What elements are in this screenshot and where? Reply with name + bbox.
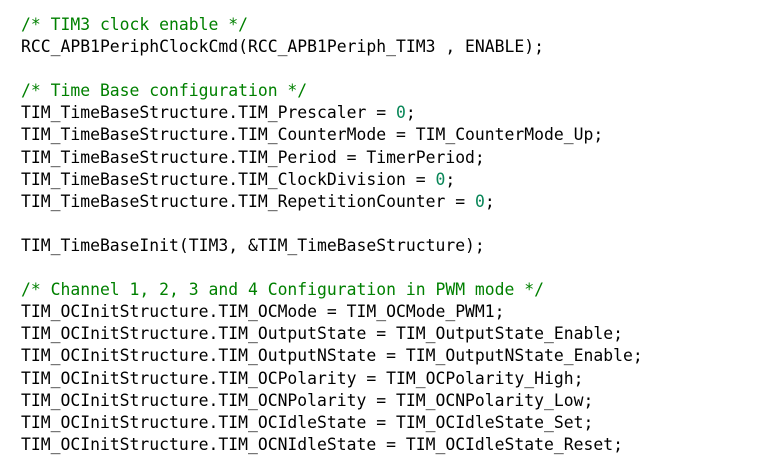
number-literal: 0: [435, 169, 446, 189]
code-text: TIM_TimeBaseStructure.TIM_Period = Timer…: [21, 147, 485, 167]
code-line: TIM_OCInitStructure.TIM_OCNIdleState = T…: [21, 434, 643, 456]
code-line: TIM_OCInitStructure.TIM_OCIdleState = TI…: [21, 412, 643, 434]
code-comment: /* Channel 1, 2, 3 and 4 Configuration i…: [21, 280, 545, 300]
code-line: TIM_OCInitStructure.TIM_OCPolarity = TIM…: [21, 368, 643, 390]
blank-line: [21, 58, 643, 80]
blank-line: [21, 213, 643, 235]
code-line: TIM_OCInitStructure.TIM_OCMode = TIM_OCM…: [21, 301, 643, 323]
code-text: ;: [484, 191, 495, 211]
code-text: TIM_OCInitStructure.TIM_OutputNState = T…: [21, 346, 643, 366]
code-text: ;: [405, 103, 416, 123]
code-line: TIM_OCInitStructure.TIM_OCNPolarity = TI…: [21, 390, 643, 412]
code-line: TIM_TimeBaseStructure.TIM_ClockDivision …: [21, 169, 643, 191]
code-text: TIM_OCInitStructure.TIM_OCNIdleState = T…: [21, 434, 623, 454]
number-literal: 0: [395, 103, 406, 123]
code-line: TIM_TimeBaseStructure.TIM_CounterMode = …: [21, 124, 643, 146]
code-line: /* TIM3 clock enable */: [21, 14, 643, 36]
code-line: TIM_TimeBaseStructure.TIM_Period = Timer…: [21, 147, 643, 169]
code-line: TIM_TimeBaseInit(TIM3, &TIM_TimeBaseStru…: [21, 235, 643, 257]
code-text: TIM_OCInitStructure.TIM_OutputState = TI…: [21, 324, 623, 344]
code-comment: /* TIM3 clock enable */: [21, 15, 248, 34]
code-line: /* Time Base configuration */: [21, 80, 643, 102]
code-text: ;: [445, 169, 456, 189]
code-text: RCC_APB1PeriphClockCmd(RCC_APB1Periph_TI…: [21, 37, 545, 57]
code-editor: /* TIM3 clock enable */ RCC_APB1PeriphClo…: [21, 14, 643, 456]
blank-line: [21, 257, 643, 279]
code-line: RCC_APB1PeriphClockCmd(RCC_APB1Periph_TI…: [21, 36, 643, 58]
code-line: TIM_OCInitStructure.TIM_OutputNState = T…: [21, 345, 643, 367]
code-line: TIM_TimeBaseStructure.TIM_RepetitionCoun…: [21, 191, 643, 213]
code-text: TIM_OCInitStructure.TIM_OCNPolarity = TI…: [21, 390, 594, 410]
code-text: TIM_OCInitStructure.TIM_OCMode = TIM_OCM…: [21, 302, 505, 322]
code-text: TIM_OCInitStructure.TIM_OCPolarity = TIM…: [21, 368, 584, 388]
number-literal: 0: [474, 191, 485, 211]
code-text: TIM_TimeBaseStructure.TIM_ClockDivision …: [21, 169, 436, 189]
code-line: TIM_OCInitStructure.TIM_OutputState = TI…: [21, 323, 643, 345]
code-line: /* Channel 1, 2, 3 and 4 Configuration i…: [21, 279, 643, 301]
code-text: TIM_TimeBaseInit(TIM3, &TIM_TimeBaseStru…: [21, 235, 485, 255]
code-text: TIM_OCInitStructure.TIM_OCIdleState = TI…: [21, 412, 594, 432]
code-line: TIM_TimeBaseStructure.TIM_Prescaler = 0;: [21, 102, 643, 124]
code-text: TIM_TimeBaseStructure.TIM_CounterMode = …: [21, 125, 604, 145]
code-text: TIM_TimeBaseStructure.TIM_Prescaler =: [21, 103, 396, 123]
code-text: TIM_TimeBaseStructure.TIM_RepetitionCoun…: [21, 191, 475, 211]
code-comment: /* Time Base configuration */: [21, 81, 308, 101]
